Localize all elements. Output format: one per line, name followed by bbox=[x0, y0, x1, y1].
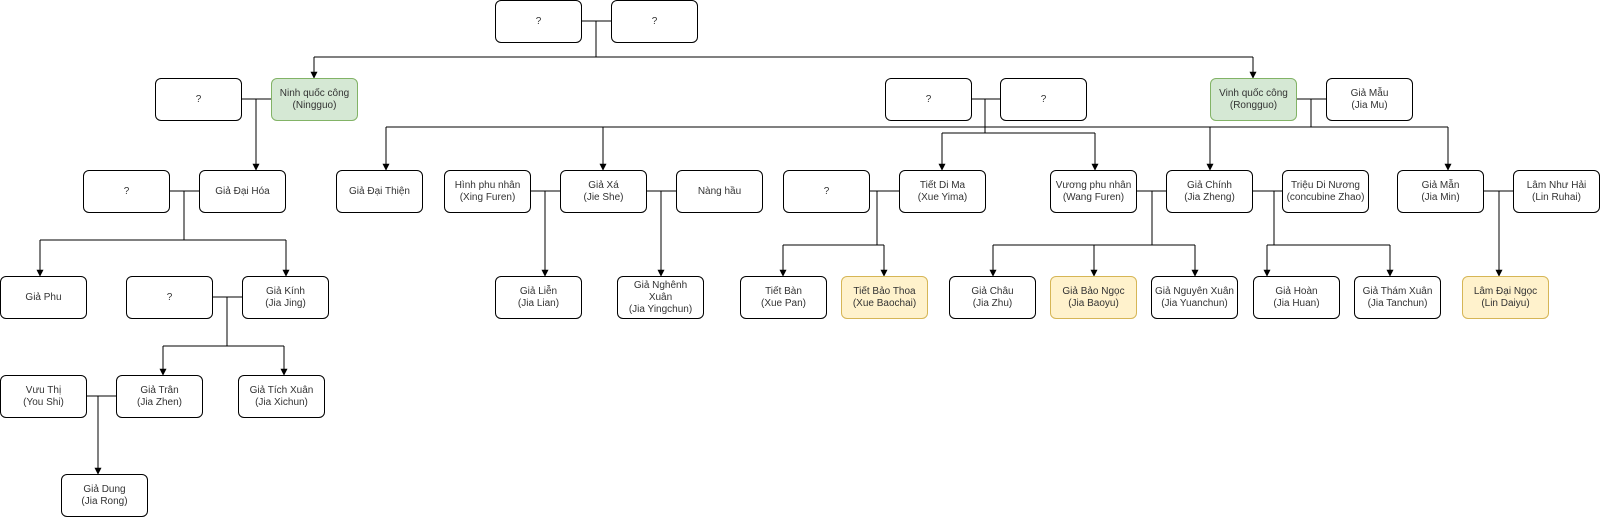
node-lin-ruhai[interactable]: Lâm Như Hải (Lin Ruhai) bbox=[1513, 170, 1600, 213]
node-xue-husband[interactable]: ? bbox=[783, 170, 870, 213]
node-xing-furen[interactable]: Hình phu nhân (Xing Furen) bbox=[444, 170, 531, 213]
node-dai-hua[interactable]: Giả Đại Hóa bbox=[199, 170, 286, 213]
node-jia-baoyu[interactable]: Giả Bảo Ngọc (Jia Baoyu) bbox=[1050, 276, 1137, 319]
node-jia-lian[interactable]: Giả Liễn (Jia Lian) bbox=[495, 276, 582, 319]
node-xue-baochai[interactable]: Tiết Bảo Thoa (Xue Baochai) bbox=[841, 276, 928, 319]
node-jia-jing[interactable]: Giả Kính (Jia Jing) bbox=[242, 276, 329, 319]
node-dai-thien[interactable]: Giả Đại Thiện bbox=[336, 170, 423, 213]
node-ningguo-wife[interactable]: ? bbox=[155, 78, 242, 121]
node-jia-rong[interactable]: Giả Dung (Jia Rong) bbox=[61, 474, 148, 517]
node-jia-she[interactable]: Giả Xá (Jie She) bbox=[560, 170, 647, 213]
node-jia-yingchun[interactable]: Giả Nghênh Xuân (Jia Yingchun) bbox=[617, 276, 704, 319]
node-jia-huan[interactable]: Giả Hoàn (Jia Huan) bbox=[1253, 276, 1340, 319]
node-lin-daiyu[interactable]: Lâm Đại Ngọc (Lin Daiyu) bbox=[1462, 276, 1549, 319]
node-ningguo[interactable]: Ninh quốc công (Ningguo) bbox=[271, 78, 358, 121]
node-rongguo[interactable]: Vinh quốc công (Rongguo) bbox=[1210, 78, 1297, 121]
node-jing-wife[interactable]: ? bbox=[126, 276, 213, 319]
node-jia-mu[interactable]: Giả Mẫu (Jia Mu) bbox=[1326, 78, 1413, 121]
node-jia-yuanchun[interactable]: Giả Nguyên Xuân (Jia Yuanchun) bbox=[1151, 276, 1238, 319]
node-jia-zhen[interactable]: Giả Trân (Jia Zhen) bbox=[116, 375, 203, 418]
node-root-a[interactable]: ? bbox=[495, 0, 582, 43]
node-concubine-zhao[interactable]: Triệu Di Nương (concubine Zhao) bbox=[1282, 170, 1369, 213]
node-mid-b[interactable]: ? bbox=[1000, 78, 1087, 121]
node-mid-a[interactable]: ? bbox=[885, 78, 972, 121]
node-nang-hau[interactable]: Nàng hầu bbox=[676, 170, 763, 213]
node-dai-hua-wife[interactable]: ? bbox=[83, 170, 170, 213]
node-jia-tanchun[interactable]: Giả Thám Xuân (Jia Tanchun) bbox=[1354, 276, 1441, 319]
node-wang-furen[interactable]: Vương phu nhân (Wang Furen) bbox=[1050, 170, 1137, 213]
node-jia-zhu[interactable]: Giả Châu (Jia Zhu) bbox=[949, 276, 1036, 319]
node-jia-min[interactable]: Giả Mẫn (Jia Min) bbox=[1397, 170, 1484, 213]
node-jia-xichun[interactable]: Giả Tích Xuân (Jia Xichun) bbox=[238, 375, 325, 418]
node-root-b[interactable]: ? bbox=[611, 0, 698, 43]
node-you-shi[interactable]: Vưu Thị (You Shi) bbox=[0, 375, 87, 418]
node-xue-yima[interactable]: Tiết Di Ma (Xue Yima) bbox=[899, 170, 986, 213]
node-xue-pan[interactable]: Tiết Bàn (Xue Pan) bbox=[740, 276, 827, 319]
node-jia-zheng[interactable]: Giả Chính (Jia Zheng) bbox=[1166, 170, 1253, 213]
node-jia-phu[interactable]: Giả Phu bbox=[0, 276, 87, 319]
